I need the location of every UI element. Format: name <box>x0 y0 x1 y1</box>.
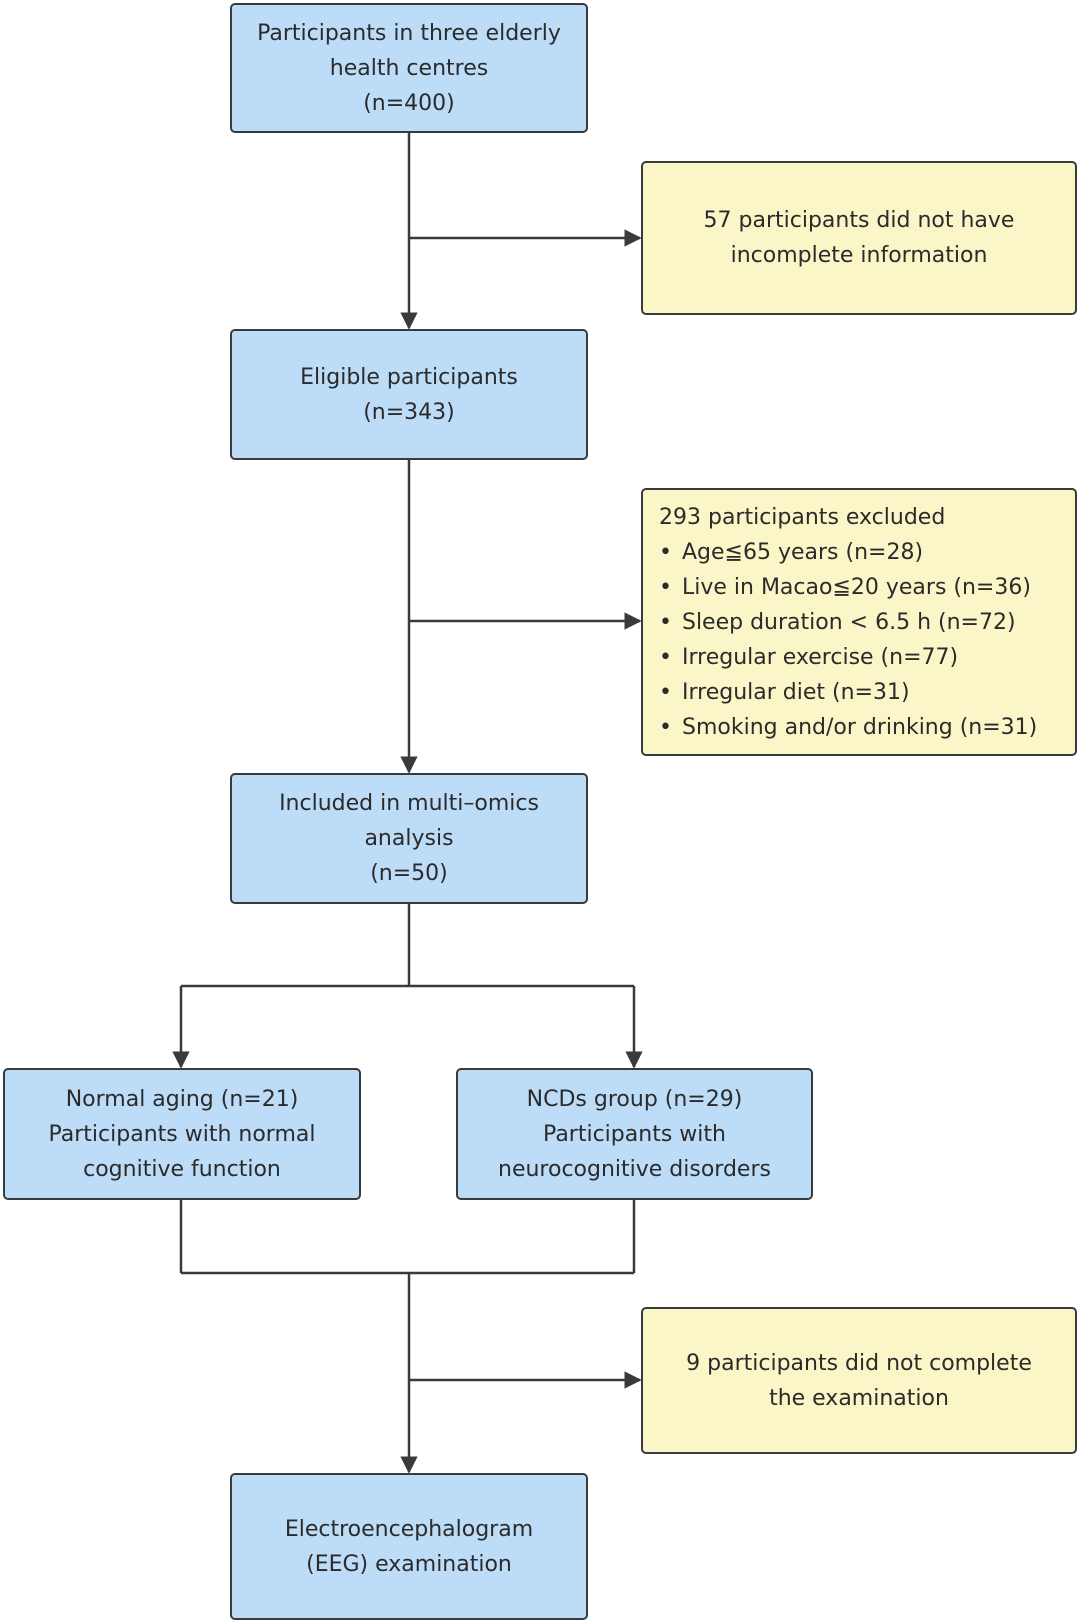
node-normal-aging: Normal aging (n=21) Participants with no… <box>3 1068 361 1200</box>
node-line: Participants in three elderly <box>257 20 561 46</box>
node-line: Participants with normal <box>48 1121 316 1147</box>
node-line: (n=50) <box>370 861 448 886</box>
node-line: (n=343) <box>363 399 455 425</box>
exclusion-item: Live in Macao≦20 years (n=36) <box>659 570 1037 605</box>
exclusion-item: Age≦65 years (n=28) <box>659 535 1037 570</box>
node-line: analysis <box>364 826 454 851</box>
node-exclusion-criteria: 293 participants excluded Age≦65 years (… <box>641 488 1077 756</box>
node-line: 9 participants did not complete <box>686 1350 1032 1376</box>
node-line: Included in multi–omics <box>279 791 539 816</box>
node-line: (EEG) examination <box>306 1551 512 1577</box>
node-line: the examination <box>769 1385 949 1411</box>
node-line: Electroencephalogram <box>284 1516 534 1542</box>
node-included-multiomics: Included in multi–omics analysis (n=50) <box>230 773 588 904</box>
node-eeg-examination: Electroencephalogram (EEG) examination <box>230 1473 588 1620</box>
node-line: cognitive function <box>83 1156 281 1182</box>
exclusion-item: Sleep duration < 6.5 h (n=72) <box>659 605 1037 640</box>
node-exclusion-incomplete-exam: 9 participants did not complete the exam… <box>641 1307 1077 1454</box>
node-ncds-group: NCDs group (n=29) Participants with neur… <box>456 1068 813 1200</box>
node-line: (n=400) <box>363 90 455 116</box>
node-line: Eligible participants <box>300 364 518 390</box>
node-line: 57 participants did not have <box>703 208 1015 233</box>
node-line: NCDs group (n=29) <box>526 1086 743 1112</box>
exclusion-list: Age≦65 years (n=28) Live in Macao≦20 yea… <box>659 535 1037 745</box>
node-participants-total: Participants in three elderly health cen… <box>230 3 588 133</box>
exclusion-item: Smoking and/or drinking (n=31) <box>659 710 1037 745</box>
node-line: Participants with <box>543 1121 726 1147</box>
node-line: Normal aging (n=21) <box>65 1086 299 1112</box>
node-eligible-participants: Eligible participants (n=343) <box>230 329 588 460</box>
node-line: incomplete information <box>730 243 988 268</box>
exclusion-item: Irregular diet (n=31) <box>659 675 1037 710</box>
node-line: health centres <box>329 55 489 81</box>
node-line: neurocognitive disorders <box>498 1156 771 1182</box>
exclusion-item: Irregular exercise (n=77) <box>659 640 1037 675</box>
node-exclusion-incomplete-info: 57 participants did not have incomplete … <box>641 161 1077 315</box>
exclusion-title: 293 participants excluded <box>659 504 946 530</box>
